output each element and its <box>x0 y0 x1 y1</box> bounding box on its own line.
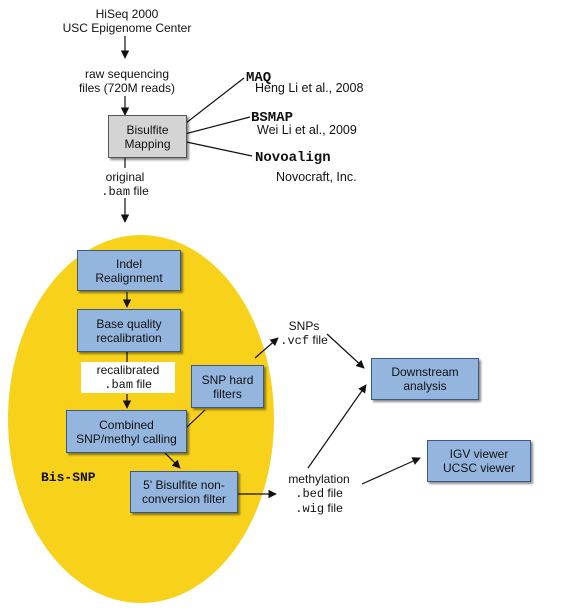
line-mapping-to-novoalign <box>176 139 253 157</box>
arrow-combined-to-nonconv <box>164 452 181 469</box>
raw-reads-label: raw sequencing files (720M reads) <box>78 67 176 95</box>
aligner-bsmap-citation: Wei Li et al., 2009 <box>257 123 357 137</box>
arrow-filters-to-snps <box>254 337 279 359</box>
original-bam-label: original .bam file <box>101 170 149 199</box>
methylation-files-label: methylation .bed file .wig file <box>288 472 350 516</box>
aligner-maq-citation: Heng Li et al., 2008 <box>255 81 364 95</box>
nonconversion-filter-box: 5' Bisulfite non- conversion filter <box>130 471 238 513</box>
line-mapping-to-maq <box>176 77 245 131</box>
snp-hard-filters-box: SNP hard filters <box>191 365 264 408</box>
aligner-maq-name: MAQ <box>246 70 272 86</box>
recalibrated-bam-label: recalibrated .bam file <box>81 362 175 393</box>
line-combined-to-filters <box>185 409 206 429</box>
arrow-methylation-to-downstream <box>307 384 367 469</box>
bis-snp-label: Bis-SNP <box>41 470 96 485</box>
line-mapping-to-bsmap <box>176 116 251 137</box>
aligner-novoalign-citation: Novocraft, Inc. <box>276 170 357 184</box>
source-label: HiSeq 2000 USC Epigenome Center <box>62 7 192 35</box>
combined-calling-box: Combined SNP/methyl calling <box>66 410 187 453</box>
bisulfite-mapping-box: Bisulfite Mapping <box>108 115 187 158</box>
downstream-analysis-box: Downstream analysis <box>371 358 479 400</box>
base-quality-recalibration-box: Base quality recalibration <box>77 309 181 352</box>
arrow-methylation-to-viewers <box>361 457 421 485</box>
genome-viewers-box: IGV viewer UCSC viewer <box>427 440 531 482</box>
snps-vcf-label: SNPs .vcf file <box>280 319 328 348</box>
indel-realignment-box: Indel Realignment <box>77 250 181 291</box>
aligner-novoalign-name: Novoalign <box>255 150 331 166</box>
aligner-bsmap-name: BSMAP <box>251 110 294 126</box>
arrow-snps-to-downstream <box>326 333 365 369</box>
